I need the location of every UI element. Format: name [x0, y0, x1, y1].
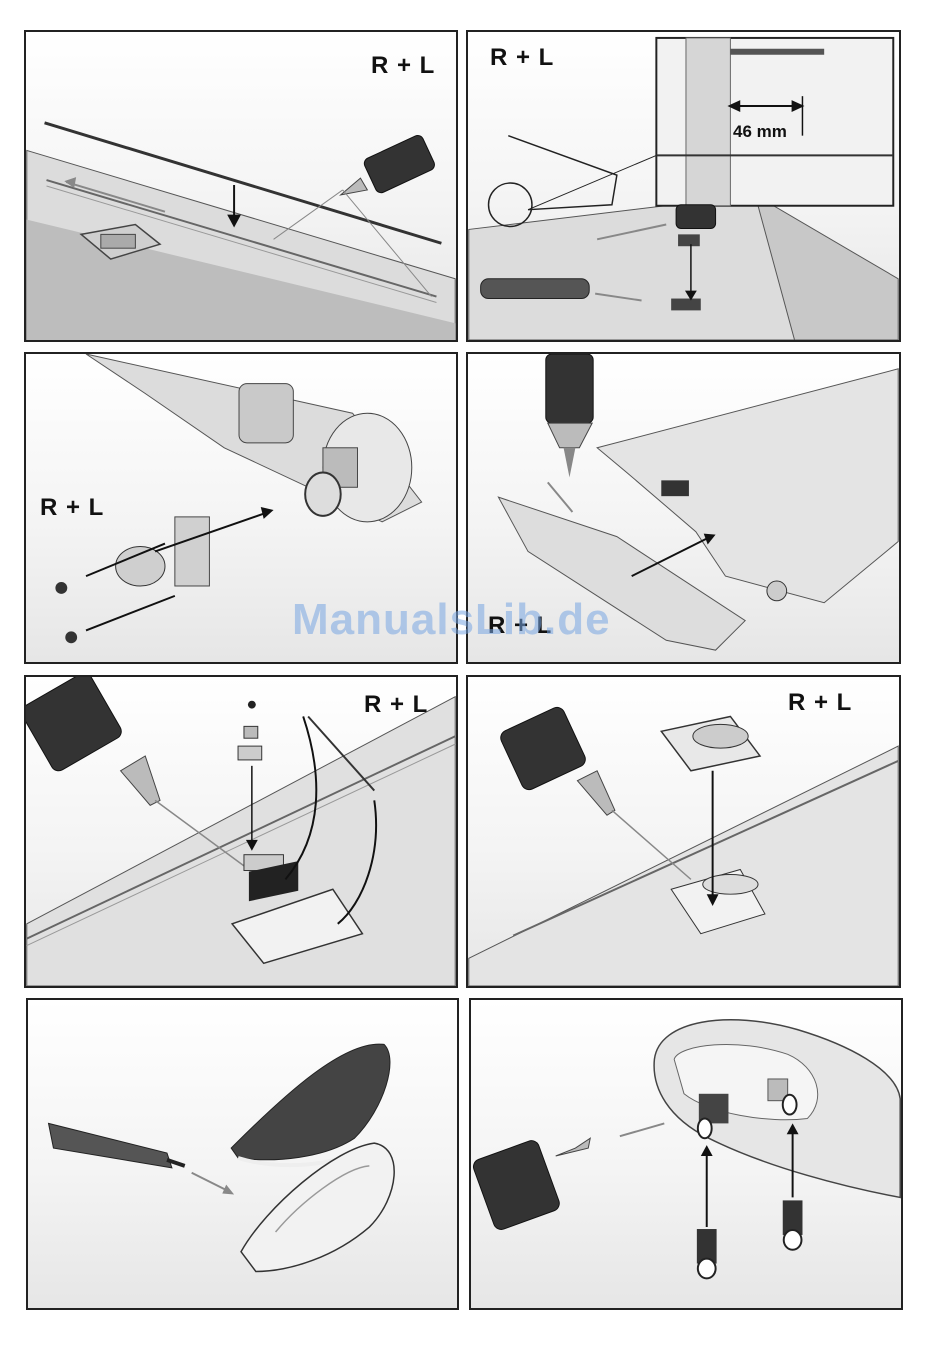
horn-cover-illustration — [468, 677, 899, 986]
step-panel-1: R + L — [24, 30, 458, 342]
side-label: R + L — [490, 44, 554, 72]
glue-bottle-icon — [546, 354, 593, 477]
tow-hook-eyelets-illustration — [471, 1000, 901, 1308]
glue-tube-icon — [49, 1123, 185, 1167]
side-label: R + L — [488, 612, 552, 640]
dimension-label: 46 mm — [733, 122, 787, 142]
glue-bottle-icon — [498, 705, 615, 815]
step-panel-6: R + L — [466, 675, 901, 988]
glue-bottle-icon — [676, 205, 715, 229]
canopy-glue-illustration — [28, 1000, 457, 1308]
step-panel-8 — [469, 998, 903, 1310]
step-panel-7 — [26, 998, 459, 1310]
step-panel-3: R + L — [24, 352, 458, 664]
glue-bottle-icon — [26, 677, 160, 805]
side-label: R + L — [40, 494, 104, 522]
step-panel-5: R + L — [24, 675, 458, 988]
side-label: R + L — [788, 689, 852, 717]
step-panel-4: R + L — [466, 352, 901, 664]
step-panel-2: R + L 46 mm — [466, 30, 901, 342]
side-label: R + L — [371, 52, 435, 80]
glue-bottle-icon — [471, 1138, 590, 1231]
servo-pushrod-illustration — [26, 677, 456, 986]
glue-bottle-icon — [341, 134, 437, 195]
side-label: R + L — [364, 691, 428, 719]
pushrod-detail-illustration — [468, 32, 899, 340]
